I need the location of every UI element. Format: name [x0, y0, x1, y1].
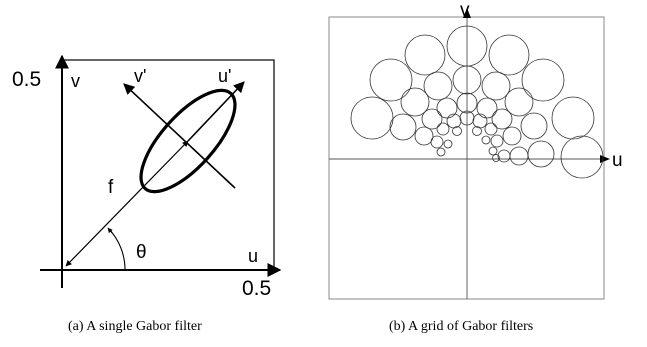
filter-circle — [502, 126, 522, 146]
filter-circle — [443, 139, 453, 149]
u-axis-tick-label: 0.5 — [242, 277, 271, 300]
caption-a: (a) A single Gabor filter — [68, 319, 202, 334]
filter-circle — [484, 122, 498, 136]
theta-arc — [108, 228, 126, 271]
filter-circle — [369, 58, 413, 102]
filter-circle — [560, 135, 604, 179]
caption-b: (b) A grid of Gabor filters — [389, 319, 533, 334]
panel-a-frame — [61, 59, 275, 271]
filter-circle — [492, 154, 500, 162]
filter-circle — [414, 126, 434, 146]
filter-circle — [504, 87, 534, 117]
filter-circle — [472, 113, 488, 129]
v-prime-label: v' — [134, 66, 146, 86]
filter-circle — [436, 97, 458, 119]
panel-a-single-gabor-filter: 0.5 v v' u' f θ u 0.5 — [12, 54, 282, 300]
panel-b-gabor-filter-grid: v u — [328, 0, 623, 300]
filter-circle — [488, 146, 498, 156]
filter-circle — [520, 112, 548, 140]
filter-circle — [497, 149, 511, 163]
filter-circle — [350, 96, 394, 140]
f-label: f — [108, 177, 114, 198]
filter-circle — [476, 97, 498, 119]
filter-circle — [509, 146, 529, 166]
theta-arc-arrow — [107, 227, 113, 234]
filter-circle — [436, 147, 446, 157]
v-prime-axis — [123, 83, 236, 189]
filter-circle — [400, 87, 430, 117]
filter-circle — [423, 71, 453, 101]
filter-circle — [389, 113, 417, 141]
filter-circle — [452, 65, 482, 95]
f-vector — [65, 140, 189, 267]
grid-u-axis-arrowhead — [600, 155, 610, 163]
v-axis-label: v — [71, 71, 80, 91]
filter-circle — [404, 34, 446, 76]
grid-v-axis-label: v — [460, 0, 470, 21]
v-axis-tick-label: 0.5 — [12, 68, 41, 91]
filter-circle — [472, 126, 482, 136]
filter-circle — [421, 108, 443, 130]
filter-circle — [436, 122, 450, 136]
grid-u-axis-label: u — [612, 150, 623, 171]
filter-circle — [481, 135, 491, 145]
filter-circle — [527, 140, 555, 168]
u-prime-label: u' — [218, 66, 231, 86]
u-prime-axis — [187, 81, 245, 142]
filter-circle — [521, 58, 565, 102]
filter-circle — [481, 71, 511, 101]
gabor-filter-ellipse — [139, 88, 237, 194]
filter-circle — [490, 134, 504, 148]
panel-b-frame — [328, 16, 605, 300]
filter-circle — [488, 34, 530, 76]
filter-circle — [456, 92, 478, 114]
u-axis-label: u — [248, 246, 258, 266]
grid-v-axis-arrowhead — [463, 8, 471, 18]
theta-label: θ — [136, 242, 147, 263]
filter-circle — [446, 113, 462, 129]
filter-circles — [350, 25, 604, 179]
filter-circle — [452, 126, 462, 136]
filter-circle — [491, 108, 513, 130]
filter-circle — [551, 96, 595, 140]
filter-circle — [430, 135, 444, 149]
